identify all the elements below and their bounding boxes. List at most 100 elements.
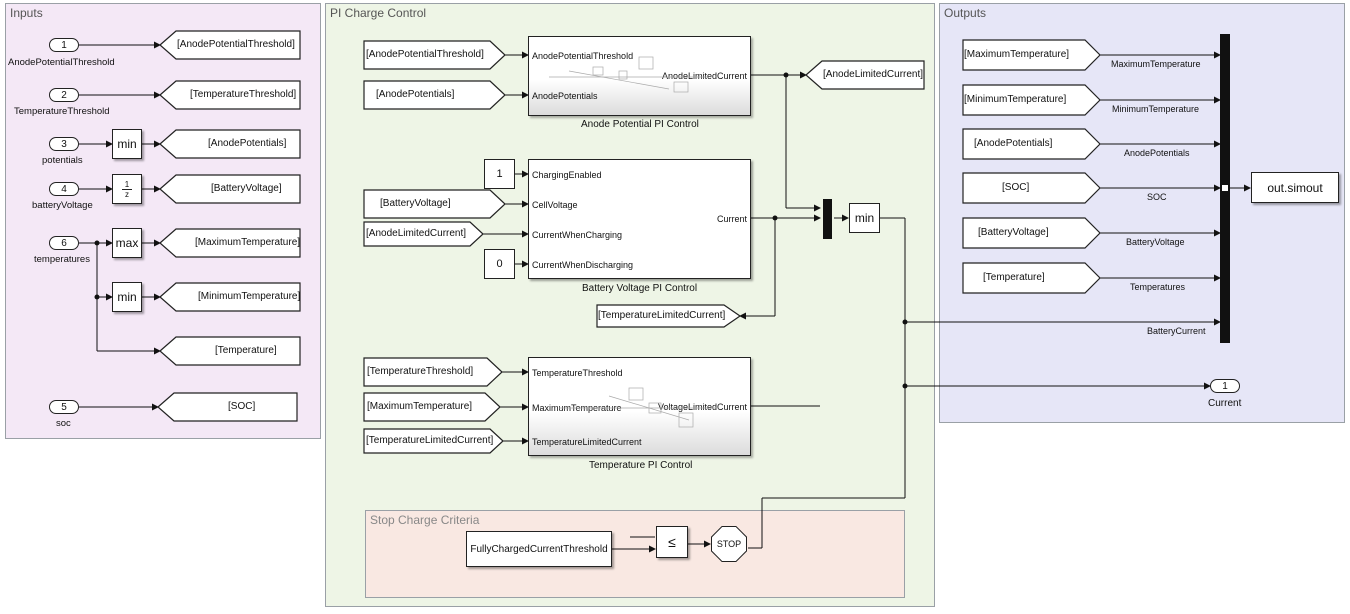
inport-2[interactable]: 2: [49, 88, 79, 102]
stop-block[interactable]: STOP: [711, 526, 747, 562]
temperature-inner-preview: [559, 387, 719, 428]
inport-4-num: 4: [61, 183, 67, 195]
temperature-block-title: Temperature PI Control: [589, 460, 693, 471]
unit-delay-bar: [122, 188, 132, 190]
from-maximum-temperature[interactable]: [MaximumTemperature]: [367, 401, 473, 412]
goto-soc[interactable]: [SOC]: [228, 401, 256, 412]
less-equal-label: ≤: [668, 534, 676, 550]
inport-2-label: TemperatureThreshold: [14, 106, 110, 117]
fully-charged-threshold-block[interactable]: FullyChargedCurrentThreshold: [466, 531, 612, 567]
battery-in4-label: CurrentWhenDischarging: [532, 260, 634, 270]
signal-anode-potentials: AnodePotentials: [1124, 148, 1190, 158]
battery-voltage-pi-control-block[interactable]: ChargingEnabled CellVoltage CurrentWhenC…: [528, 159, 751, 279]
min-label-3: min: [854, 211, 875, 225]
inport-1-num: 1: [61, 39, 67, 51]
fully-charged-threshold-label: FullyChargedCurrentThreshold: [470, 543, 608, 555]
from-battery-voltage[interactable]: [BatteryVoltage]: [380, 198, 451, 209]
from-out-battery-voltage[interactable]: [BatteryVoltage]: [978, 227, 1049, 238]
inputs-area: Inputs: [5, 3, 321, 439]
goto-anode-potential-threshold[interactable]: [AnodePotentialThreshold]: [177, 39, 295, 50]
from-out-maximum-temperature[interactable]: [MaximumTemperature]: [964, 49, 1070, 60]
stop-label: STOP: [716, 539, 742, 549]
inport-3-num: 3: [61, 138, 67, 150]
battery-in3-label: CurrentWhenCharging: [532, 230, 623, 240]
goto-anode-potentials[interactable]: [AnodePotentials]: [208, 138, 287, 149]
signal-battery-voltage: BatteryVoltage: [1126, 237, 1185, 247]
anode-inner-preview: [549, 56, 709, 93]
from-anode-limited-current[interactable]: [AnodeLimitedCurrent]: [366, 228, 467, 239]
goto-maximum-temperature[interactable]: [MaximumTemperature]: [195, 237, 301, 248]
from-out-soc[interactable]: [SOC]: [1002, 182, 1030, 193]
signal-temperatures: Temperatures: [1130, 282, 1186, 292]
inport-1[interactable]: 1: [49, 38, 79, 52]
stop-charge-area: Stop Charge Criteria: [365, 510, 905, 598]
simout-label: out.simout: [1267, 180, 1323, 195]
anode-in1-label: AnodePotentialThreshold: [532, 51, 634, 61]
from-temperature-threshold[interactable]: [TemperatureThreshold]: [367, 366, 474, 377]
inport-4[interactable]: 4: [49, 182, 79, 196]
outport-1-num: 1: [1222, 380, 1228, 392]
min-block-current[interactable]: min: [849, 203, 880, 233]
from-anode-potentials[interactable]: [AnodePotentials]: [376, 89, 455, 100]
battery-out-label: Current: [716, 214, 747, 224]
unit-delay-den: z: [125, 189, 129, 199]
anode-block-title: Anode Potential PI Control: [581, 119, 699, 130]
inport-3[interactable]: 3: [49, 137, 79, 151]
goto-battery-voltage[interactable]: [BatteryVoltage]: [211, 183, 282, 194]
from-out-minimum-temperature[interactable]: [MinimumTemperature]: [964, 94, 1067, 105]
goto-anode-limited-current[interactable]: [AnodeLimitedCurrent]: [823, 69, 924, 80]
current-mux-bar[interactable]: [823, 199, 832, 239]
outport-1[interactable]: 1: [1210, 379, 1240, 393]
from-out-temperature[interactable]: [Temperature]: [983, 272, 1045, 283]
goto-temperature[interactable]: [Temperature]: [215, 345, 277, 356]
battery-in2-label: CellVoltage: [532, 200, 578, 210]
from-anode-potential-threshold[interactable]: [AnodePotentialThreshold]: [366, 49, 484, 60]
inputs-area-title: Inputs: [10, 6, 43, 20]
inport-6[interactable]: 6: [49, 236, 79, 250]
min-label-2: min: [117, 290, 137, 304]
constant-current-discharging[interactable]: 0: [484, 249, 515, 279]
inport-5-label: soc: [56, 418, 71, 429]
signal-battery-current: BatteryCurrent: [1147, 326, 1206, 336]
to-workspace-simout[interactable]: out.simout: [1251, 172, 1339, 203]
pi-area-title: PI Charge Control: [330, 6, 427, 20]
from-temperature-limited-current[interactable]: [TemperatureLimitedCurrent]: [598, 310, 726, 321]
signal-maximum-temperature: MaximumTemperature: [1111, 59, 1201, 69]
min-block-potentials[interactable]: min: [112, 129, 142, 159]
constant-charging-enabled[interactable]: 1: [484, 159, 515, 189]
temp-in3-label: TemperatureLimitedCurrent: [532, 437, 642, 447]
battery-block-title: Battery Voltage PI Control: [582, 283, 698, 294]
unit-delay-block[interactable]: 1 z: [112, 174, 142, 204]
temperature-pi-control-block[interactable]: TemperatureThreshold MaximumTemperature …: [528, 357, 751, 456]
inport-6-label: temperatures: [34, 254, 90, 265]
temp-in1-label: TemperatureThreshold: [532, 368, 623, 378]
from-temperature-limited-current-2[interactable]: [TemperatureLimitedCurrent]: [366, 435, 494, 446]
goto-temperature-threshold[interactable]: [TemperatureThreshold]: [190, 89, 297, 100]
bus-marker: [1221, 184, 1229, 192]
inport-4-label: batteryVoltage: [32, 200, 93, 211]
from-out-anode-potentials[interactable]: [AnodePotentials]: [974, 138, 1053, 149]
inport-1-label: AnodePotentialThreshold: [8, 57, 115, 68]
inport-2-num: 2: [61, 89, 67, 101]
outputs-area-title: Outputs: [944, 6, 987, 20]
signal-soc: SOC: [1147, 192, 1167, 202]
battery-in1-label: ChargingEnabled: [532, 170, 602, 180]
inport-3-label: potentials: [42, 155, 83, 166]
const-0-value: 0: [496, 258, 503, 270]
stop-block-face: STOP: [712, 527, 746, 561]
signal-minimum-temperature: MinimumTemperature: [1112, 104, 1200, 114]
temp-out-label: VoltageLimitedCurrent: [657, 402, 747, 412]
unit-delay-num: 1: [124, 179, 130, 189]
goto-minimum-temperature[interactable]: [MinimumTemperature]: [198, 291, 301, 302]
const-1-value: 1: [496, 168, 503, 180]
min-label-1: min: [117, 137, 137, 151]
max-block-temperatures[interactable]: max: [112, 228, 142, 258]
anode-potential-pi-control-block[interactable]: AnodePotentialThreshold AnodePotentials …: [528, 36, 751, 116]
anode-out-label: AnodeLimitedCurrent: [661, 71, 747, 81]
outport-1-label: Current: [1208, 398, 1242, 409]
less-equal-block[interactable]: ≤: [656, 526, 688, 558]
stop-area-title: Stop Charge Criteria: [370, 513, 480, 527]
inport-5[interactable]: 5: [49, 400, 79, 414]
min-block-temperatures[interactable]: min: [112, 282, 142, 312]
